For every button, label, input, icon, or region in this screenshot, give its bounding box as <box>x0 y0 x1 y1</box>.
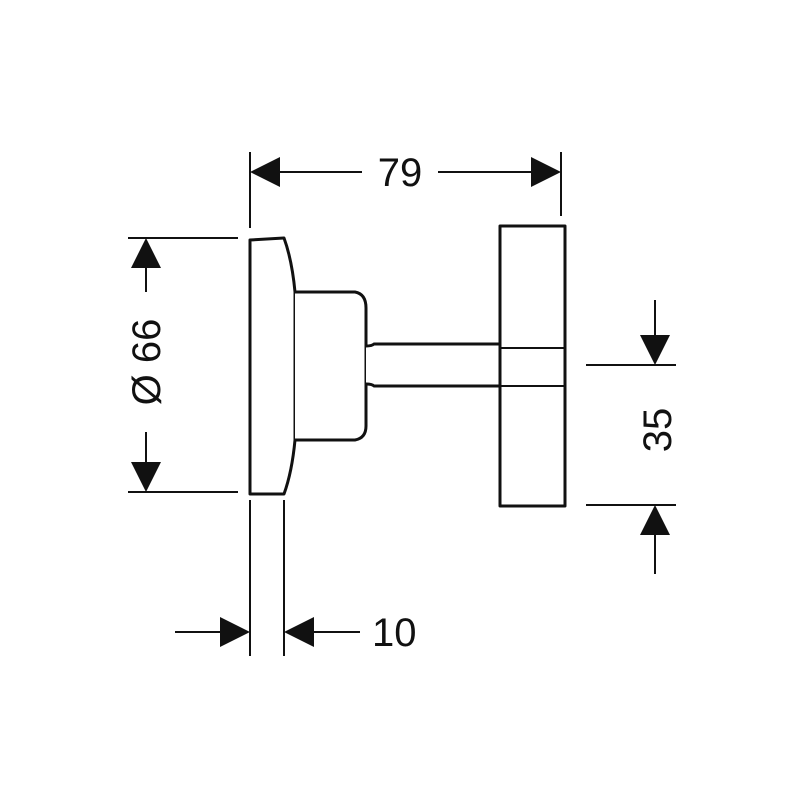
dimension-overall-depth: 79 <box>249 151 562 228</box>
handle-width-label: 35 <box>636 408 680 453</box>
arrowhead-left <box>284 617 314 647</box>
arrowhead-up <box>640 505 670 535</box>
part-outline <box>248 224 567 508</box>
cross-handle <box>498 224 567 508</box>
arrowhead-left <box>250 157 280 187</box>
stem <box>365 342 502 388</box>
dimension-handle-width: 35 <box>586 300 680 574</box>
arrowhead-down <box>131 462 161 492</box>
arrowhead-down <box>640 335 670 365</box>
dimension-rosette-thickness: 10 <box>175 500 417 656</box>
overall-depth-label: 79 <box>378 151 423 195</box>
rosette-diameter-label: Ø 66 <box>125 319 169 406</box>
arrowhead-up <box>131 238 161 268</box>
arrowhead-right <box>220 617 250 647</box>
rosette-thickness-label: 10 <box>372 611 417 655</box>
arrowhead-right <box>531 157 561 187</box>
hub-body <box>295 290 368 442</box>
rosette-plate <box>248 236 297 496</box>
dimension-rosette-diameter: Ø 66 <box>125 237 238 493</box>
